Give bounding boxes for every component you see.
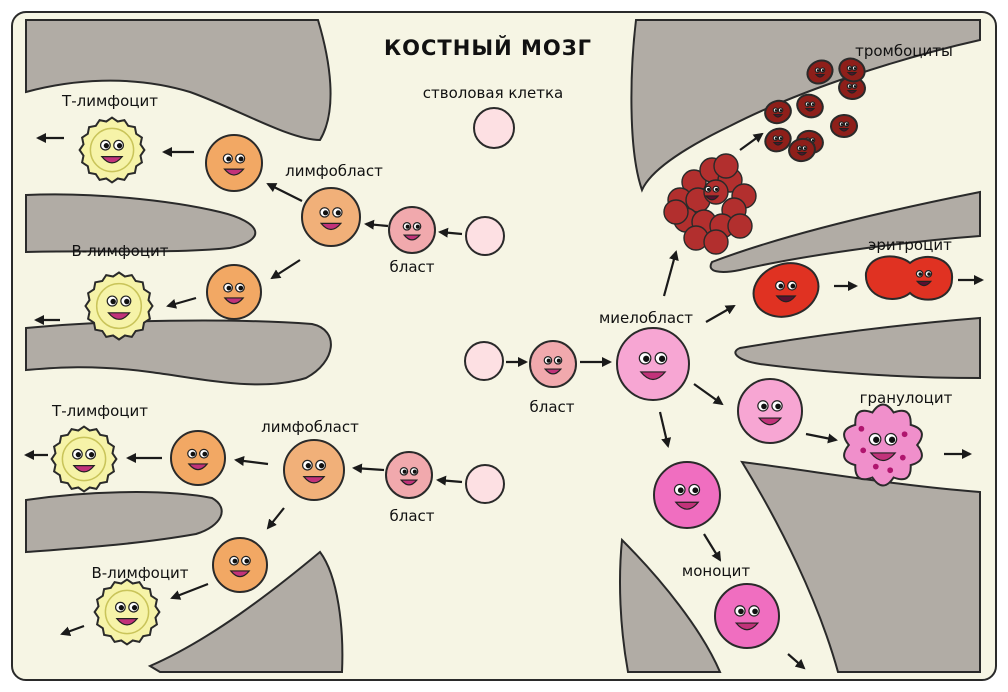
lymph-precursor-bottom-lower <box>212 537 268 593</box>
myeloblast-cell <box>616 327 690 401</box>
granulocyte-cell <box>843 403 923 487</box>
arrow-precursor-to-b-lymphocyte-top <box>166 296 197 309</box>
label-blast-middle: бласт <box>529 398 574 416</box>
b-lymphocyte-cell-bottom <box>93 578 161 646</box>
platelet-cell <box>806 59 834 85</box>
blast-cell-bottom <box>385 451 433 499</box>
platelet-cell <box>764 99 792 125</box>
arrow-lymphoblast-to-precursor-upper <box>266 183 303 202</box>
arrow-lymphoblast-to-precursor-bottom-lower <box>266 507 285 530</box>
t-lymphocyte-cell-top <box>78 116 146 184</box>
arrow-granulocyte-precursor-to-granulocyte <box>805 432 838 444</box>
label-lymphoblast-top: лимфобласт <box>285 162 383 180</box>
granulocyte-precursor-cell <box>737 378 803 444</box>
platelet-cell <box>796 93 824 119</box>
arrow-stem-to-blast-top <box>438 227 463 238</box>
label-stem-cell: стволовая клетка <box>423 84 563 102</box>
label-monocyte: моноцит <box>682 562 750 580</box>
labels: КОСТНЫЙ МОЗГ стволовая клетка лимфобласт… <box>51 35 953 582</box>
blast-cell-middle <box>529 340 577 388</box>
label-platelets: тромбоциты <box>855 42 953 60</box>
stem-cell-middle <box>464 341 504 381</box>
label-t-lymphocyte-top: Т-лимфоцит <box>61 92 158 110</box>
arrow-lymphoblast-to-precursor-lower <box>270 259 301 280</box>
platelet-cell <box>838 75 866 101</box>
label-t-lymphocyte-bottom: Т-лимфоцит <box>51 402 148 420</box>
label-blast-top: бласт <box>389 258 434 276</box>
cells <box>50 57 954 649</box>
lymph-precursor-upper <box>205 134 263 192</box>
label-granulocyte: гранулоцит <box>860 389 953 407</box>
b-lymphocyte-cell-top <box>84 271 154 341</box>
label-blast-bottom: бласт <box>389 507 434 525</box>
label-myeloblast: миелобласт <box>599 309 693 327</box>
label-b-lymphocyte-top: В-лимфоцит <box>71 242 168 260</box>
erythrocyte-cell <box>864 255 954 301</box>
arrow-monocyte-exit <box>787 653 806 670</box>
erythrocyte-precursor-cell <box>752 262 820 318</box>
t-lymphocyte-cell-bottom <box>50 425 118 493</box>
stem-cell-left-lower <box>465 464 505 504</box>
blast-cell-top <box>388 206 436 254</box>
bone-trabeculae-right <box>619 19 981 673</box>
arrows <box>24 132 984 670</box>
diagram-title: КОСТНЫЙ МОЗГ <box>384 35 592 60</box>
arrow-precursor-to-b-lymphocyte-bottom <box>170 582 209 600</box>
arrow-myeloblast-to-granulocyte <box>693 383 724 406</box>
arrow-b-lymphocyte-exit-bottom <box>60 624 85 636</box>
arrow-monocyte-precursor-to-monocyte <box>703 533 722 562</box>
stem-cell-top <box>473 107 515 149</box>
bone-trabeculae-left <box>25 19 344 673</box>
monocyte-precursor-cell <box>653 461 721 529</box>
arrow-myeloblast-to-erythrocyte <box>705 305 736 323</box>
arrow-lymphoblast-to-precursor-bottom <box>234 456 269 466</box>
platelet-cell <box>838 57 866 83</box>
label-erythrocyte: эритроцит <box>868 236 952 254</box>
platelet-cell <box>788 137 816 163</box>
arrow-blast-to-lymphoblast-top <box>364 219 389 230</box>
monocyte-cell <box>714 583 780 649</box>
lymph-precursor-bottom-upper <box>170 430 226 486</box>
label-lymphoblast-bottom: лимфобласт <box>261 418 359 436</box>
arrow-megakaryocyte-to-platelets <box>739 132 764 151</box>
arrow-myeloblast-to-monocyte <box>658 411 672 448</box>
lymph-precursor-lower <box>206 264 262 320</box>
arrow-myeloblast-to-megakaryocyte <box>662 250 679 297</box>
lymphoblast-cell-top <box>301 187 361 247</box>
lymphoblast-cell-bottom <box>283 439 345 501</box>
megakaryocyte-cell <box>663 153 757 255</box>
arrow-blast-to-lymphoblast-bottom <box>352 463 385 474</box>
label-b-lymphocyte-bottom: В-лимфоцит <box>91 564 188 582</box>
platelet-cell <box>764 127 792 153</box>
platelet-cell <box>830 113 858 139</box>
arrow-stem-to-blast-bottom <box>436 475 463 486</box>
stem-cell-left-upper <box>465 216 505 256</box>
